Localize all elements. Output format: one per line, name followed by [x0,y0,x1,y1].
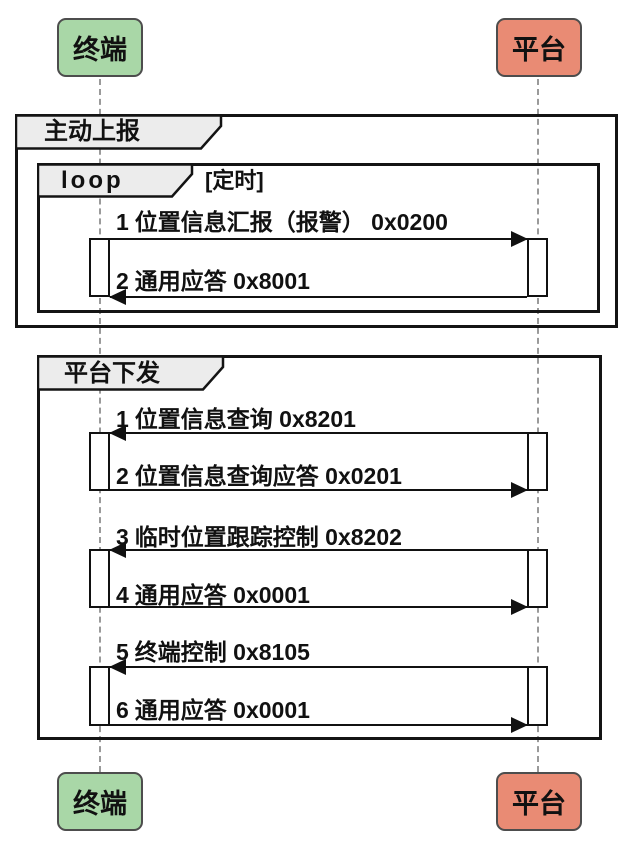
message-number: 5 [116,639,129,665]
message-text: 终端控制 0x8105 [134,639,310,665]
loop-condition-label: [定时] [205,168,264,193]
frame-active-report-label: 主动上报 [44,118,140,145]
message-arrow-left [109,289,527,305]
message-arrow-right [110,599,528,615]
actor-terminal-label: 终端 [73,35,127,65]
message-arrow-left [109,542,527,558]
message-text: 位置信息查询应答 0x0201 [134,463,402,489]
actor-platform-top: 平台 [496,18,582,77]
actor-platform-bottom: 平台 [496,772,582,831]
message-arrow-left [109,425,527,441]
message-arrow-right [110,482,528,498]
actor-platform-label: 平台 [512,789,566,819]
actor-terminal-label: 终端 [73,789,127,819]
message-text: 位置信息汇报（报警） 0x0200 [134,209,448,235]
message-text: 通用应答 0x0001 [134,697,310,723]
frame-platform-send [37,355,602,740]
activation-bar [527,549,548,608]
loop-frame [37,163,600,313]
message-text: 通用应答 0x0001 [134,582,310,608]
message-number: 6 [116,697,129,723]
lifeline-terminal [99,79,101,772]
frame-platform-send-label-shape [37,355,225,391]
message-text: 位置信息查询 0x8201 [134,406,356,432]
message-number: 2 [116,463,129,489]
actor-terminal-top: 终端 [57,18,143,77]
activation-bar [527,238,548,297]
message-text: 临时位置跟踪控制 0x8202 [134,524,402,550]
actor-terminal-bottom: 终端 [57,772,143,831]
loop-label-shape [37,163,194,198]
actor-platform-label: 平台 [512,35,566,65]
activation-bar [527,432,548,491]
frame-active-report [15,114,618,328]
activation-bar [89,549,110,608]
loop-operator-label: loop [61,167,124,194]
frame-active-report-label-shape [15,114,223,150]
activation-bar [89,666,110,726]
message-number: 4 [116,582,129,608]
message-number: 2 [116,268,129,294]
activation-bar [89,432,110,491]
message-text: 通用应答 0x8001 [134,268,310,294]
activation-bar [527,666,548,726]
message-arrow-right [110,231,528,247]
lifeline-platform [537,79,539,772]
message-number: 1 [116,209,129,235]
activation-bar [89,238,110,297]
message-arrow-right [110,717,528,733]
frame-platform-send-label: 平台下发 [64,360,160,387]
message-arrow-left [109,659,527,675]
